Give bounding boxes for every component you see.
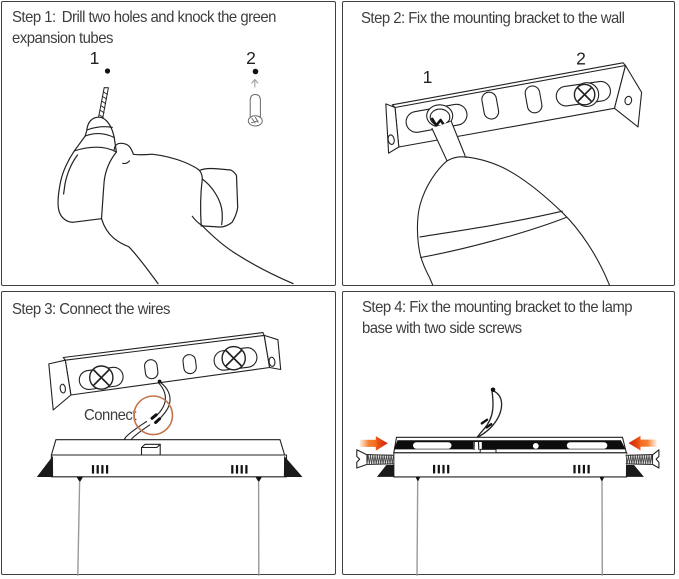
svg-text:2: 2 [576, 49, 586, 69]
svg-text:2: 2 [246, 48, 256, 68]
svg-text:1: 1 [423, 67, 433, 87]
svg-text:1: 1 [90, 48, 100, 68]
